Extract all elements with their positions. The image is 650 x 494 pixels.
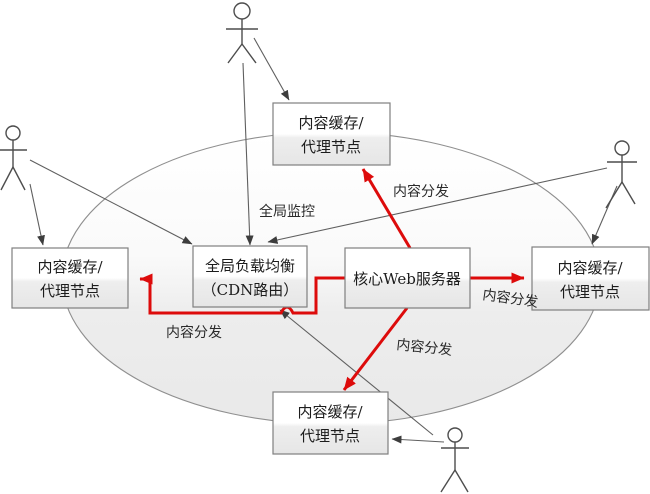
node-cache-left: 内容缓存/ 代理节点 xyxy=(11,247,129,309)
node-gslb: 全局负载均衡 （CDN路由） xyxy=(192,245,308,308)
node-web-server: 核心Web服务器 xyxy=(344,247,471,309)
user-actor-right-icon xyxy=(605,140,637,209)
node-cache-top-box xyxy=(272,102,391,166)
edge-user-left-to-gslb xyxy=(29,159,193,245)
user-actor-left-icon xyxy=(0,125,27,191)
node-web-server-label: 核心Web服务器 xyxy=(353,270,461,288)
node-cache-bottom-label-line1: 内容缓存/ xyxy=(297,403,363,421)
edge-web-to-cache-top xyxy=(361,168,412,249)
node-cache-left-box xyxy=(11,247,129,309)
node-cache-left-label-line1: 内容缓存/ xyxy=(37,258,103,276)
node-cache-left-label-line2: 代理节点 xyxy=(40,282,100,300)
node-gslb-label-line1: 全局负载均衡 xyxy=(205,257,295,275)
node-cache-right-label-line2: 代理节点 xyxy=(560,283,620,301)
node-cache-top-label-line1: 内容缓存/ xyxy=(298,114,364,132)
user-actor-bottom-icon xyxy=(440,427,469,493)
label-dist-bottom: 内容分发 xyxy=(396,336,453,359)
node-gslb-box xyxy=(192,245,308,308)
node-cache-bottom: 内容缓存/ 代理节点 xyxy=(272,391,389,455)
user-actor-top-icon xyxy=(226,2,258,64)
edge-user-bottom-to-cache-bottom xyxy=(391,435,445,444)
edge-web-to-cache-bottom xyxy=(342,307,409,391)
node-cache-right-label-line1: 内容缓存/ xyxy=(557,259,623,277)
node-gslb-label-line2: （CDN路由） xyxy=(202,281,299,299)
edge-user-left-to-cache-left xyxy=(29,183,45,246)
edge-user-top-to-gslb xyxy=(242,62,254,246)
node-web-server-box xyxy=(344,247,471,309)
edge-user-right-to-gslb xyxy=(267,167,608,244)
label-dist-top: 内容分发 xyxy=(393,183,449,200)
node-cache-right: 内容缓存/ 代理节点 xyxy=(531,246,650,311)
node-cache-bottom-box xyxy=(272,391,389,455)
edge-user-top-to-cache-top xyxy=(253,37,290,101)
node-cache-bottom-label-line2: 代理节点 xyxy=(300,427,360,445)
node-cache-top: 内容缓存/ 代理节点 xyxy=(272,102,391,166)
edge-user-right-to-cache-right xyxy=(591,185,618,245)
node-cache-right-box xyxy=(531,246,650,311)
node-cache-top-label-line2: 代理节点 xyxy=(301,138,361,156)
label-dist-left: 内容分发 xyxy=(166,324,222,341)
label-global-monitor: 全局监控 xyxy=(259,203,315,220)
